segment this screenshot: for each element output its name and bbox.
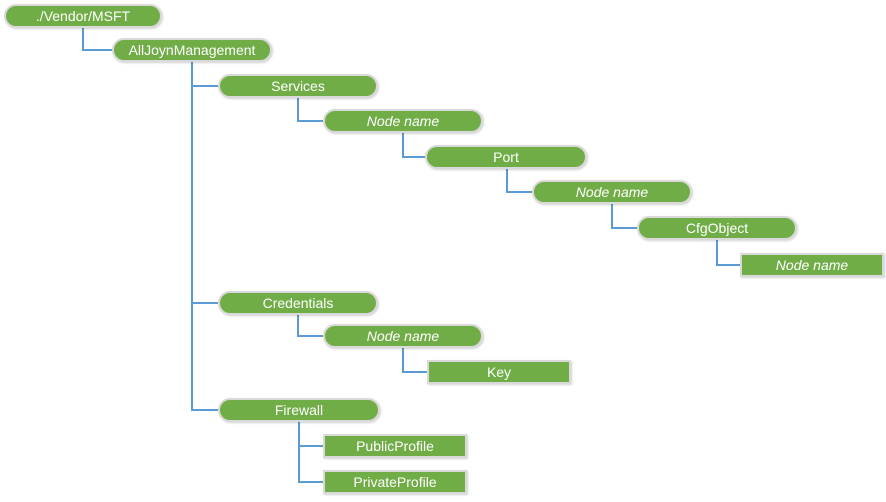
connector-line xyxy=(716,264,740,266)
connector-line xyxy=(402,371,427,373)
connector-line xyxy=(298,445,323,447)
node-alljoynmanagement: AllJoynManagement xyxy=(112,38,272,62)
connector-line xyxy=(82,28,84,51)
connector-line xyxy=(506,191,532,193)
node-vendor-msft: ./Vendor/MSFT xyxy=(4,4,162,28)
connector-line xyxy=(297,335,323,337)
connector-line xyxy=(82,49,112,51)
node-privateprofile: PrivateProfile xyxy=(323,470,467,494)
connector-line xyxy=(298,481,323,483)
node-port: Port xyxy=(425,145,587,169)
node-key: Key xyxy=(427,360,571,384)
node-publicprofile: PublicProfile xyxy=(323,434,467,458)
connector-line xyxy=(611,204,613,228)
connector-line xyxy=(191,409,218,411)
connector-line xyxy=(191,302,218,304)
connector-line xyxy=(191,62,193,411)
node-firewall: Firewall xyxy=(218,398,380,422)
connector-line xyxy=(297,98,299,121)
connector-line xyxy=(298,422,300,483)
node-credentials: Credentials xyxy=(218,291,378,315)
node-services-node-name: Node name xyxy=(323,109,483,133)
node-cfgobject-node-name: Node name xyxy=(740,253,884,277)
node-credentials-node-name: Node name xyxy=(323,324,483,348)
connector-line xyxy=(402,133,404,157)
connector-line xyxy=(506,169,508,192)
connector-line xyxy=(716,240,718,265)
connector-line xyxy=(402,348,404,372)
connector-line xyxy=(402,156,425,158)
node-cfgobject: CfgObject xyxy=(637,216,797,240)
connector-line xyxy=(297,120,323,122)
node-port-node-name: Node name xyxy=(532,180,692,204)
connector-line xyxy=(297,315,299,336)
node-services: Services xyxy=(218,74,378,98)
connector-line xyxy=(611,227,637,229)
connector-line xyxy=(191,85,218,87)
